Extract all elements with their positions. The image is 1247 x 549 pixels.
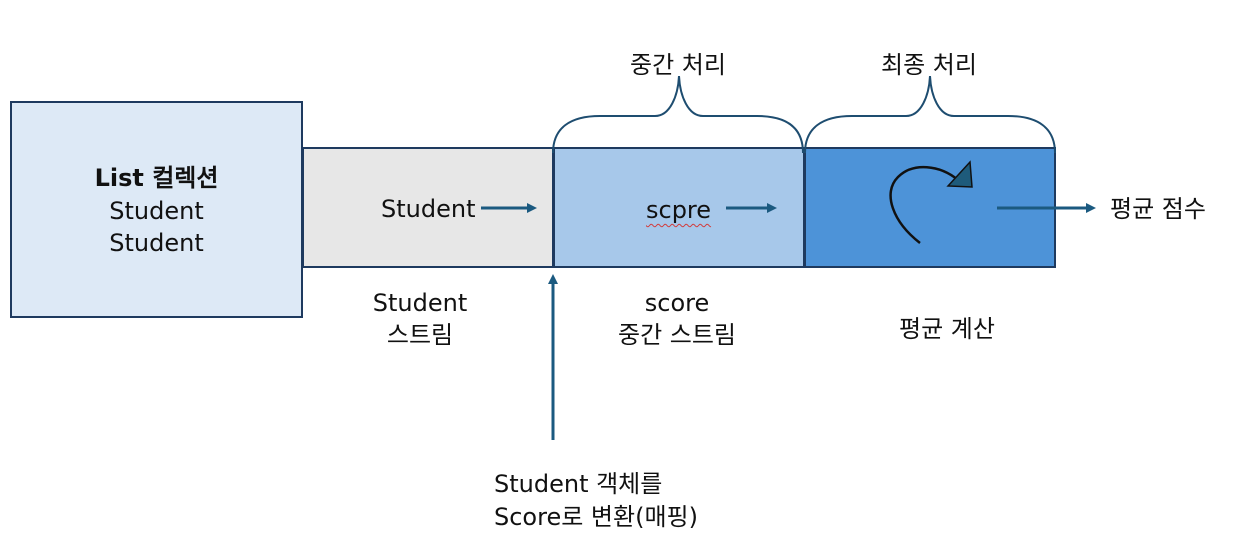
mapping-note-line-1: Student 객체를 (494, 470, 663, 498)
collection-title: List 컬렉션 (94, 164, 219, 192)
score-stream-label-1: score (644, 289, 710, 317)
output-label: 평균 점수 (1110, 195, 1206, 223)
student-stream-inner-label: Student (381, 195, 476, 223)
student-stream-label-2: 스트림 (386, 321, 454, 349)
mapping-note-line-2: Score로 변환(매핑) (494, 503, 698, 531)
intermediate-processing-title: 중간 처리 (630, 51, 726, 79)
rotation-icon (889, 160, 973, 244)
brace-intermediate (552, 75, 804, 154)
list-collection-box (10, 101, 303, 318)
collection-item-2: Student (109, 229, 204, 257)
score-stream-label-2: 중간 스트림 (617, 321, 737, 349)
average-calc-label: 평균 계산 (899, 315, 995, 343)
final-processing-title: 최종 처리 (881, 51, 977, 79)
brace-final (804, 75, 1056, 154)
student-stream-label-1: Student (372, 289, 468, 317)
collection-item-1: Student (109, 197, 204, 225)
score-stream-inner-label: scpre (646, 196, 712, 224)
